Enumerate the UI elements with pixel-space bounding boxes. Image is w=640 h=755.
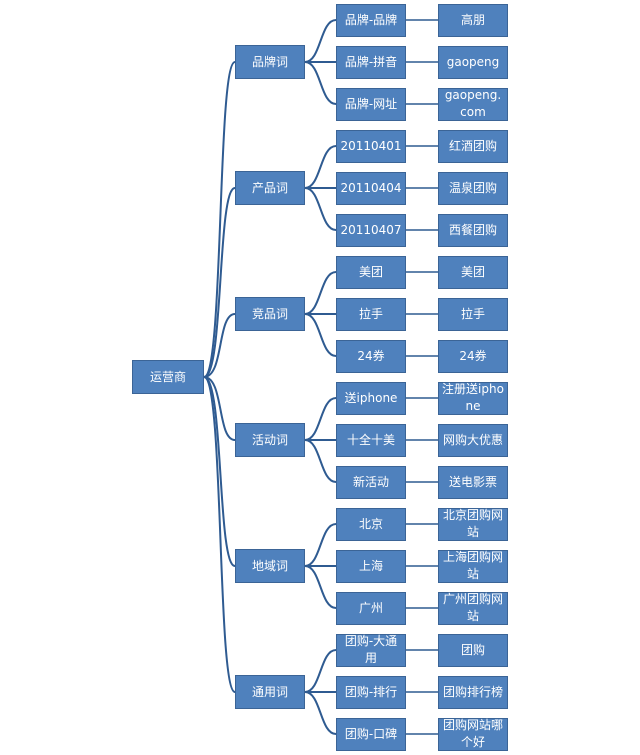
category-to-subtopic-link [304,565,337,609]
category-to-subtopic-link [304,439,337,483]
root-to-category-link [203,187,236,378]
root-to-category-link [203,376,236,567]
keyword-node: 西餐团购 [438,213,508,247]
subtopic-node: 十全十美 [336,423,406,457]
keyword-node: 高朋 [438,3,508,37]
category-to-subtopic-link [304,313,337,357]
keyword-node: 网购大优惠 [438,423,508,457]
keyword-node: 团购网站哪个好 [438,717,508,751]
subtopic-node: 20110401 [336,129,406,163]
root-to-category-link [203,61,236,378]
category-node: 产品词 [235,171,305,205]
category-to-subtopic-link [304,187,337,231]
category-to-subtopic-link [304,397,337,441]
keyword-node: 美团 [438,255,508,289]
root-to-category-link [203,376,236,693]
category-node: 品牌词 [235,45,305,79]
keyword-node: 送电影票 [438,465,508,499]
subtopic-node: 品牌-网址 [336,87,406,121]
subtopic-node: 团购-口碑 [336,717,406,751]
root-to-category-link [203,313,236,378]
category-to-subtopic-link [304,19,337,63]
category-to-subtopic-link [304,523,337,567]
category-node: 活动词 [235,423,305,457]
category-node: 竞品词 [235,297,305,331]
subtopic-node: 品牌-品牌 [336,3,406,37]
keyword-node: 团购 [438,633,508,667]
subtopic-node: 上海 [336,549,406,583]
keyword-node: 拉手 [438,297,508,331]
keyword-node: 北京团购网站 [438,507,508,541]
keyword-node: 温泉团购 [438,171,508,205]
subtopic-node: 24券 [336,339,406,373]
category-to-subtopic-link [304,145,337,189]
subtopic-node: 品牌-拼音 [336,45,406,79]
keyword-node: 注册送iphone [438,381,508,415]
subtopic-node: 团购-大通用 [336,633,406,667]
keyword-node: 红酒团购 [438,129,508,163]
keyword-node: 上海团购网站 [438,549,508,583]
root-to-category-link [203,376,236,441]
subtopic-node: 团购-排行 [336,675,406,709]
category-to-subtopic-link [304,649,337,693]
category-to-subtopic-link [304,271,337,315]
category-to-subtopic-link [304,691,337,735]
category-to-subtopic-link [304,61,337,105]
keyword-node: gaopeng [438,45,508,79]
keyword-node: 24券 [438,339,508,373]
category-node: 通用词 [235,675,305,709]
subtopic-node: 广州 [336,591,406,625]
subtopic-node: 20110407 [336,213,406,247]
keyword-node: 团购排行榜 [438,675,508,709]
subtopic-node: 新活动 [336,465,406,499]
root-node: 运营商 [132,360,204,394]
subtopic-node: 美团 [336,255,406,289]
subtopic-node: 拉手 [336,297,406,331]
subtopic-node: 送iphone [336,381,406,415]
category-node: 地域词 [235,549,305,583]
keyword-node: 广州团购网站 [438,591,508,625]
keyword-node: gaopeng.com [438,87,508,121]
subtopic-node: 北京 [336,507,406,541]
subtopic-node: 20110404 [336,171,406,205]
